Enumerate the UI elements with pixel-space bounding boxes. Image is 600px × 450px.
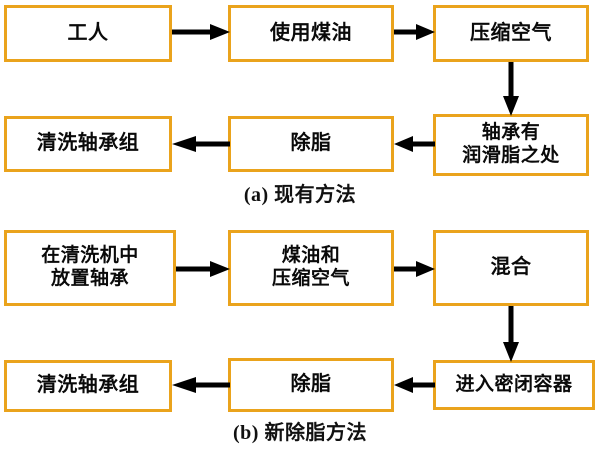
node-a3-label: 压缩空气 (470, 21, 552, 44)
node-a3-compressed-air[interactable]: 压缩空气 (433, 5, 589, 62)
node-a5-degreasing[interactable]: 除脂 (228, 116, 394, 172)
arrow-b4-to-b5 (394, 377, 435, 393)
node-a2-label: 使用煤油 (270, 21, 352, 44)
node-a1-worker[interactable]: 工人 (4, 5, 172, 62)
node-b3-label: 混合 (490, 256, 532, 279)
arrow-a2-to-a3 (394, 24, 435, 40)
node-b6-label: 清洗轴承组 (36, 374, 140, 397)
node-b2-kerosene-and-compressed-air[interactable]: 煤油和 压缩空气 (228, 230, 394, 306)
caption-a-text: (a) 现有方法 (243, 184, 357, 206)
arrow-a1-to-a2 (172, 24, 230, 40)
node-b1-place-bearing-in-washer[interactable]: 在清洗机中 放置轴承 (4, 230, 176, 306)
arrow-b3-to-b4 (503, 306, 519, 362)
arrow-a4-to-a5 (394, 136, 435, 152)
caption-diagram-a: (a) 现有方法 (0, 178, 600, 207)
node-a4-bearing-grease-location[interactable]: 轴承有 润滑脂之处 (433, 114, 589, 176)
node-a6-cleaned-bearing-assembly[interactable]: 清洗轴承组 (4, 116, 172, 172)
node-a1-label: 工人 (67, 21, 109, 44)
node-b5-degreasing[interactable]: 除脂 (228, 358, 394, 412)
node-a6-label: 清洗轴承组 (36, 132, 140, 155)
arrow-b2-to-b3 (394, 261, 435, 277)
node-b1-label: 在清洗机中 放置轴承 (41, 245, 139, 289)
arrow-b1-to-b2 (176, 261, 230, 277)
node-a2-use-kerosene[interactable]: 使用煤油 (228, 5, 394, 62)
node-b4-label: 进入密闭容器 (455, 373, 573, 395)
node-b2-label: 煤油和 压缩空气 (271, 245, 350, 289)
arrow-b5-to-b6 (172, 377, 230, 393)
node-b6-cleaned-bearing-assembly[interactable]: 清洗轴承组 (4, 360, 172, 412)
node-b5-label: 除脂 (290, 373, 332, 396)
arrow-a5-to-a6 (172, 136, 230, 152)
node-a4-label: 轴承有 润滑脂之处 (462, 122, 560, 166)
caption-b-text: (b) 新除脂方法 (233, 422, 367, 444)
caption-diagram-b: (b) 新除脂方法 (0, 416, 600, 445)
arrow-a3-to-a4 (503, 62, 519, 116)
node-a5-label: 除脂 (290, 132, 332, 155)
node-b4-enter-sealed-container[interactable]: 进入密闭容器 (433, 360, 595, 410)
node-b3-mixing[interactable]: 混合 (433, 230, 589, 306)
